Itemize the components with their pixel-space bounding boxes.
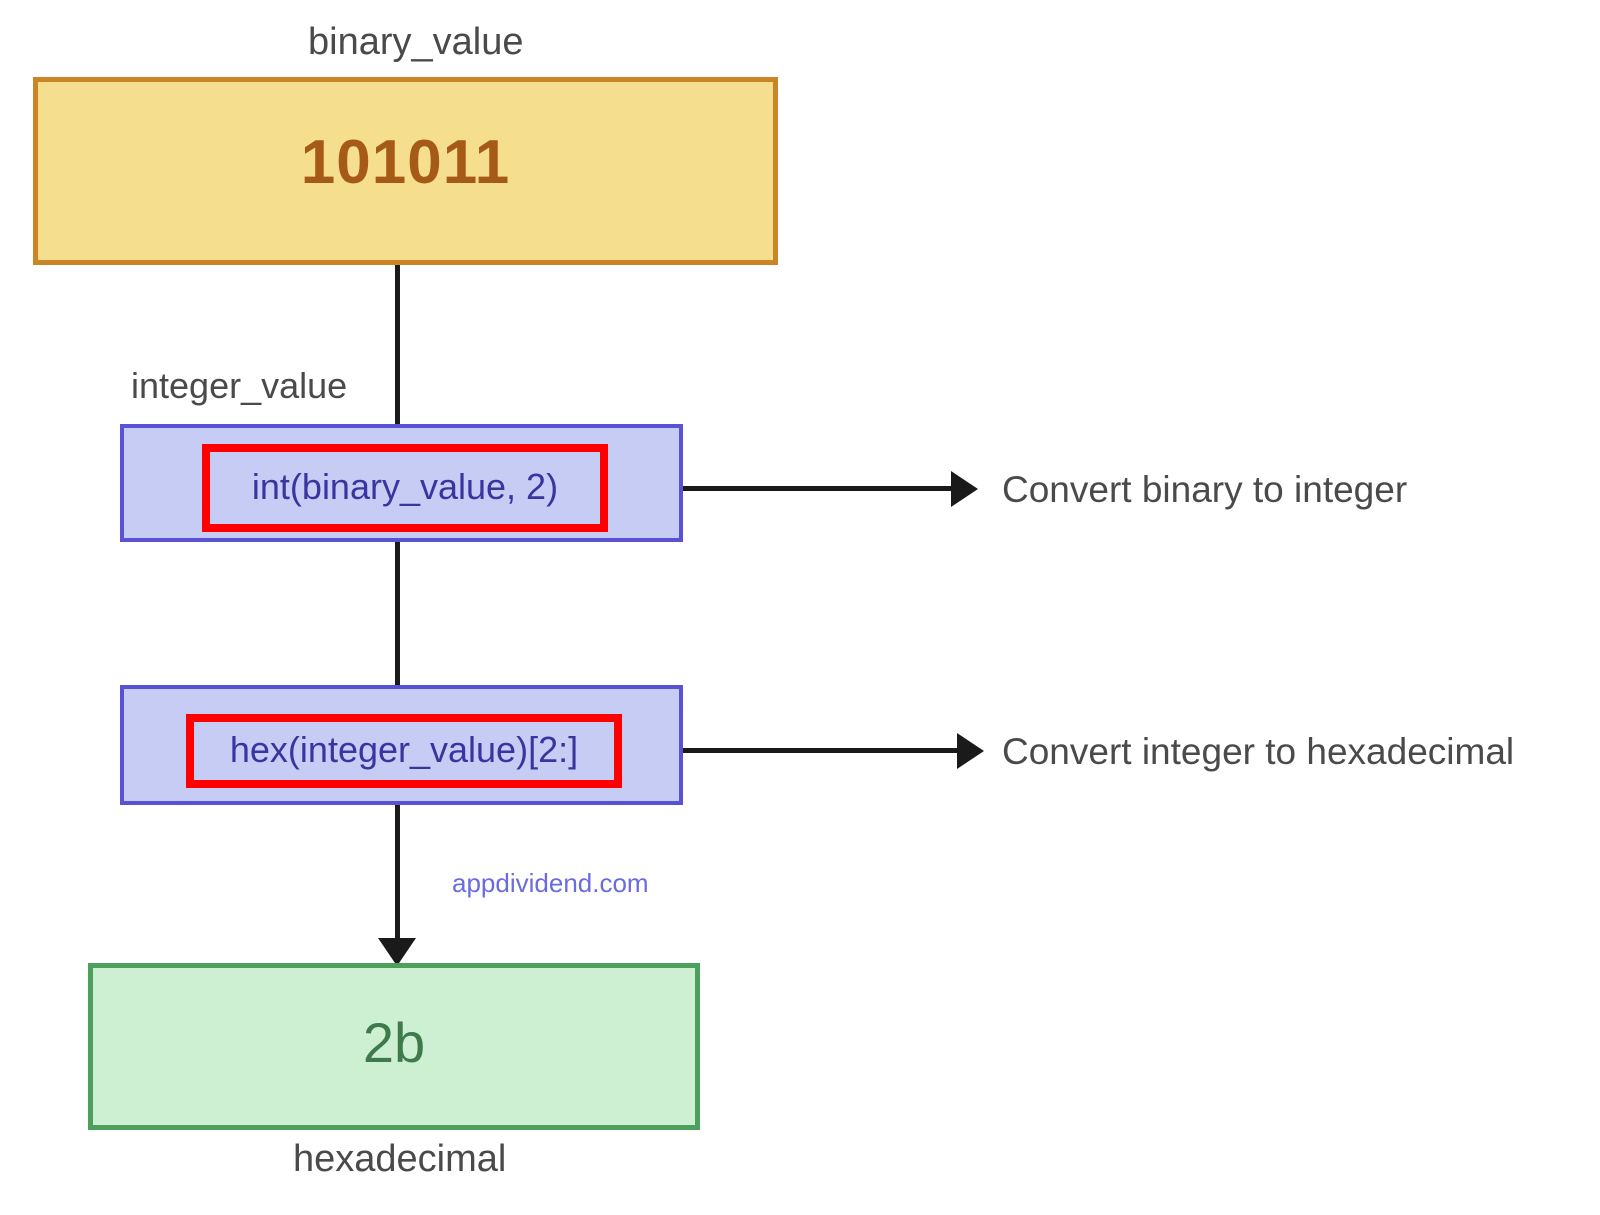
watermark: appdividend.com — [452, 868, 649, 898]
node-binary-value: 101011 — [33, 77, 778, 265]
node-int-conversion: int(binary_value, 2) — [120, 424, 683, 542]
code-text-hex: hex(integer_value)[2:] — [229, 729, 579, 770]
hexadecimal-value-text: 2b — [362, 1010, 426, 1074]
node-hexadecimal-result: 2b — [88, 963, 700, 1130]
binary-value-label: binary_value — [308, 21, 524, 63]
hexadecimal-label: hexadecimal — [293, 1138, 507, 1180]
annotation-text-2: Convert integer to hexadecimal — [1002, 731, 1515, 772]
annotation-text-1: Convert binary to integer — [1002, 469, 1408, 510]
annotation-line-2 — [683, 748, 959, 753]
result-arrowhead — [378, 938, 416, 966]
code-highlight-int: int(binary_value, 2) — [202, 444, 608, 532]
annotation-arrowhead-2 — [957, 733, 984, 769]
code-text-int: int(binary_value, 2) — [251, 466, 559, 507]
connector-binary-to-integer — [395, 265, 400, 425]
connector-integer-to-hex — [395, 542, 400, 686]
annotation-line-1 — [683, 486, 953, 491]
node-hex-conversion: hex(integer_value)[2:] — [120, 685, 683, 805]
connector-hex-to-result — [395, 805, 400, 945]
integer-value-label: integer_value — [131, 365, 348, 406]
code-highlight-hex: hex(integer_value)[2:] — [186, 714, 622, 788]
annotation-arrowhead-1 — [951, 471, 978, 507]
binary-value-text: 101011 — [300, 128, 511, 197]
